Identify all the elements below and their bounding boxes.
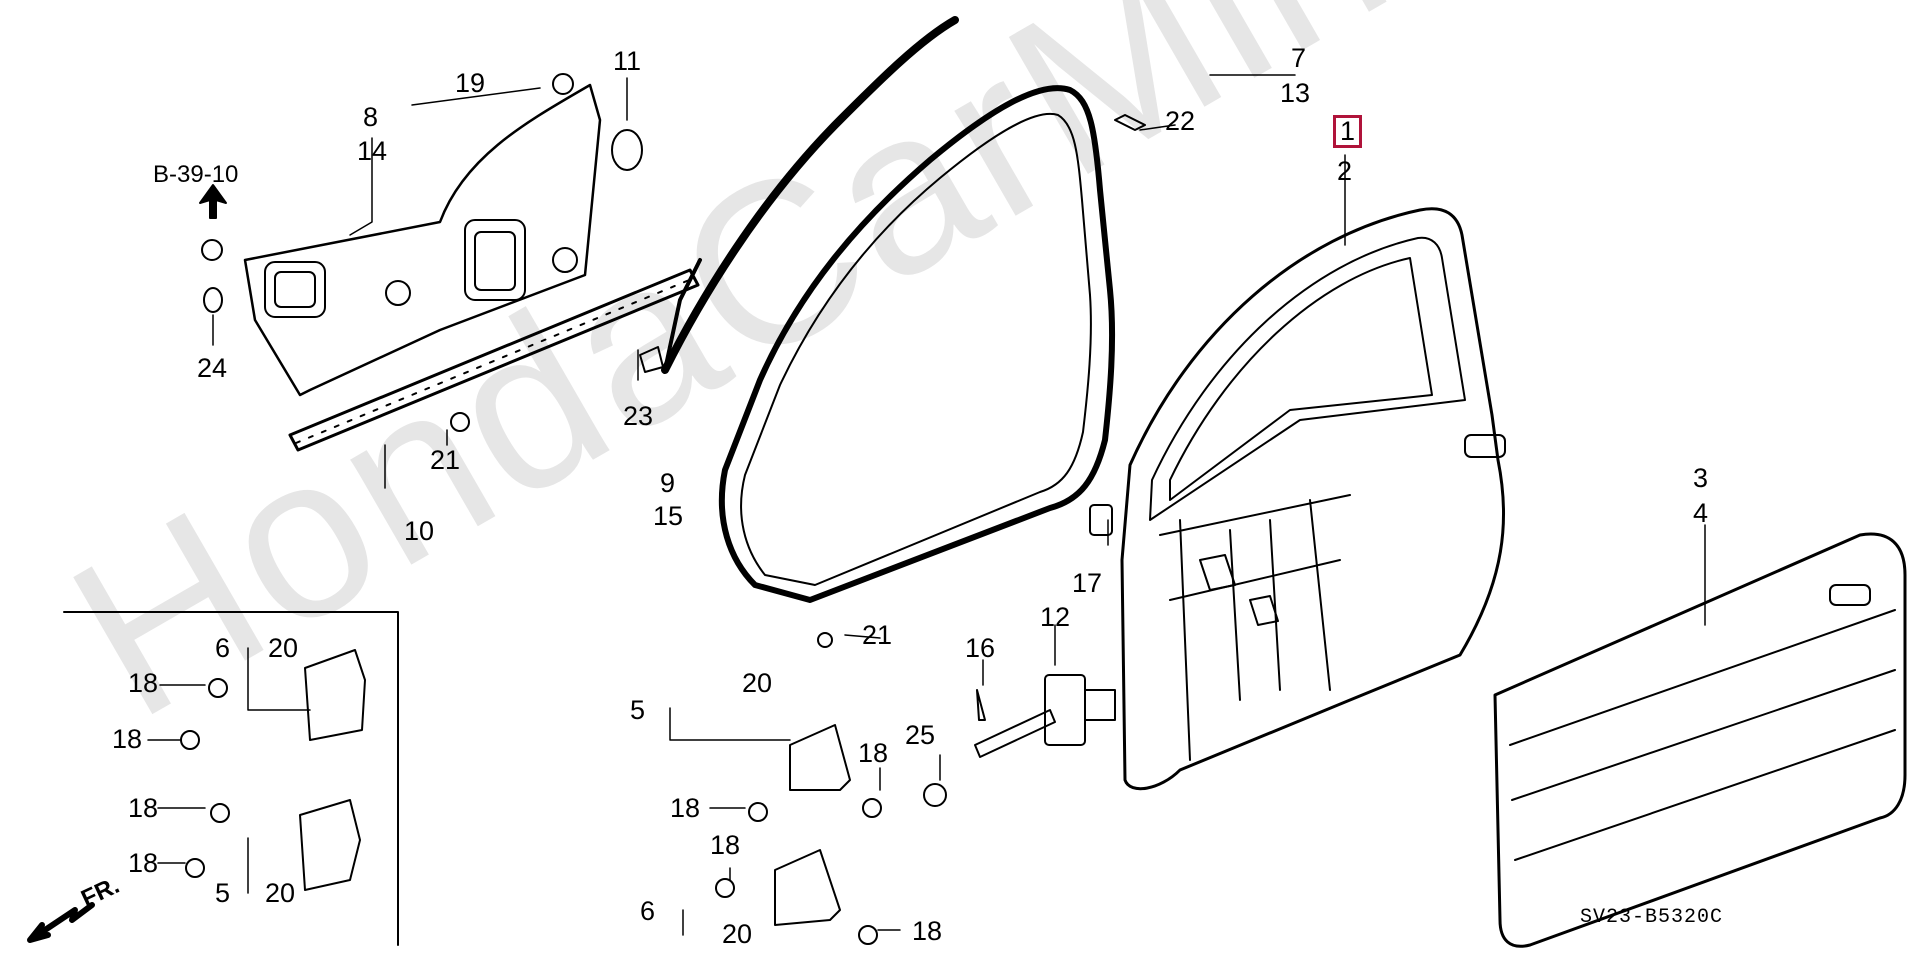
label-7: 7 [1291, 43, 1307, 73]
leader-lines [147, 74, 1706, 936]
label-6-center: 6 [640, 896, 656, 926]
label-3: 3 [1693, 463, 1709, 493]
label-18-inset-2: 18 [112, 724, 143, 754]
weatherstrip-outer [718, 85, 1116, 603]
door-shell [1120, 207, 1506, 791]
label-14: 14 [357, 136, 388, 166]
label-24: 24 [197, 353, 228, 383]
hinges [299, 649, 851, 926]
door-panel [243, 83, 602, 397]
label-20-inset-bottom: 20 [265, 878, 296, 908]
label-4: 4 [1693, 498, 1709, 528]
inset-frame [63, 611, 399, 946]
label-1-highlighted: 1 [1333, 115, 1363, 148]
label-10: 10 [404, 516, 435, 546]
label-19: 19 [455, 68, 486, 98]
label-13: 13 [1280, 78, 1311, 108]
clips [201, 73, 1146, 721]
label-18-inset-4: 18 [128, 848, 159, 878]
label-21-upper: 21 [430, 445, 461, 475]
label-25: 25 [905, 720, 936, 750]
label-9: 9 [660, 468, 676, 498]
label-18-lower-left: 18 [710, 830, 741, 860]
label-11: 11 [613, 46, 642, 76]
label-5-inset: 5 [215, 878, 231, 908]
diagram-code: SV23-B5320C [1580, 906, 1724, 929]
front-arrow-icon [27, 902, 95, 943]
label-17: 17 [1072, 568, 1103, 598]
label-16: 16 [965, 633, 996, 663]
label-2: 2 [1337, 156, 1353, 186]
label-8: 8 [363, 102, 379, 132]
label-20-lower: 20 [722, 919, 753, 949]
run-channel [661, 16, 959, 374]
bolts [180, 412, 947, 945]
reference-code: B-39-10 [153, 161, 239, 188]
label-5-center: 5 [630, 695, 646, 725]
label-23: 23 [623, 401, 654, 431]
label-18-lower-right: 18 [912, 916, 943, 946]
label-18-inset-1: 18 [128, 668, 159, 698]
label-18-center-right: 18 [858, 738, 889, 768]
label-20-inset-top: 20 [268, 633, 299, 663]
door-checker [974, 674, 1116, 758]
label-6-inset: 6 [215, 633, 231, 663]
label-20-center: 20 [742, 668, 773, 698]
molding-strip [288, 268, 700, 452]
label-12: 12 [1040, 602, 1071, 632]
label-21-lower: 21 [862, 620, 893, 650]
label-18-inset-3: 18 [128, 793, 159, 823]
up-arrow-icon [199, 184, 227, 219]
label-18-center-left: 18 [670, 793, 701, 823]
label-15: 15 [653, 501, 684, 531]
label-22: 22 [1165, 106, 1196, 136]
outer-skin [1493, 532, 1907, 948]
